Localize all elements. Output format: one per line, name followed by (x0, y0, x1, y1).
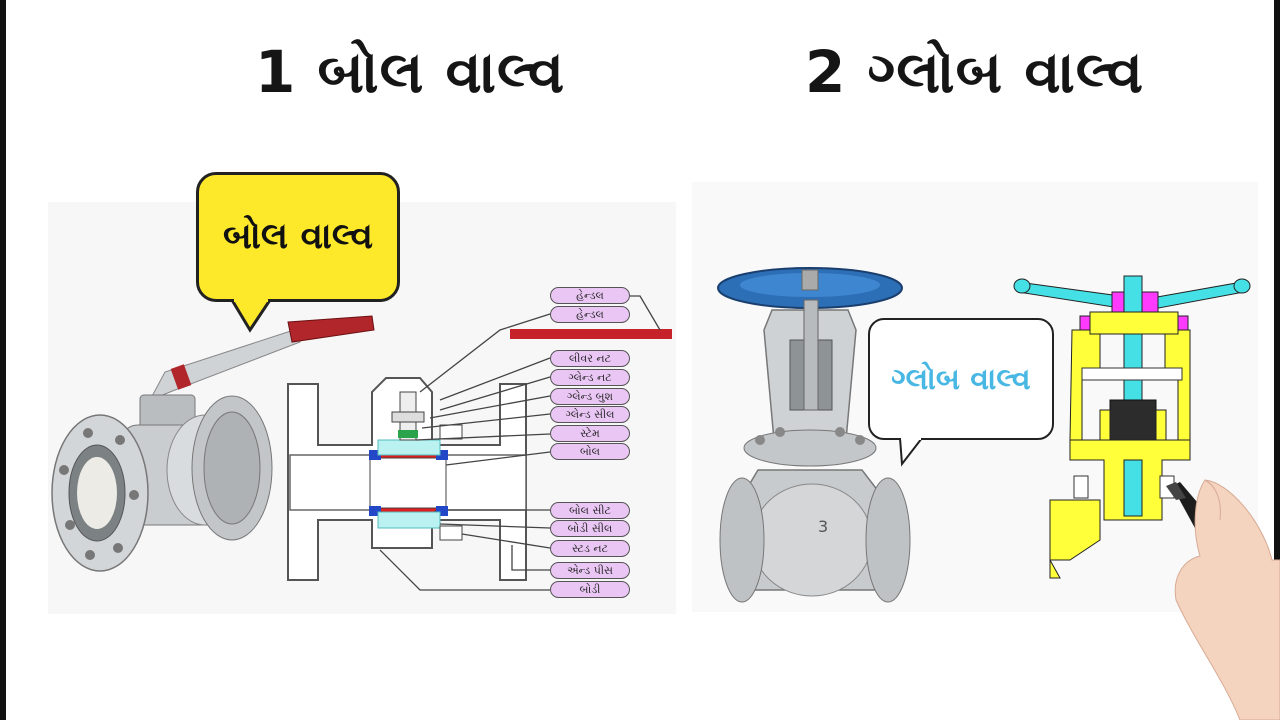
part-label-stud-nut: સ્ટડ નટ (550, 540, 630, 557)
part-label-lever-nut: લીવર નટ (550, 350, 630, 367)
globe-callout-tail (898, 437, 925, 467)
globe-valve-section (1013, 275, 1251, 579)
part-label-stem: સ્ટેમ (550, 425, 630, 442)
left-frame-edge (0, 0, 6, 720)
part-label-gland-seal: ગ્લેન્ડ સીલ (550, 406, 630, 423)
globe-body-marking: 3 (818, 517, 828, 536)
part-label-gland-bush: ગ્લેન્ડ બુશ (550, 388, 630, 405)
part-label-handle-2: હેન્ડલ (550, 306, 630, 323)
part-label-end-piece: એન્ડ પીસ (550, 562, 630, 579)
ball-callout-joint (234, 296, 268, 302)
part-label-body-seal: બોડી સીલ (550, 520, 630, 537)
part-label-ball: બોલ (550, 443, 630, 460)
ball-valve-photo (51, 315, 375, 572)
part-label-handle-1: હેન્ડલ (550, 287, 630, 304)
ball-leader-lines (379, 295, 661, 591)
hand-with-marker (1166, 479, 1280, 720)
right-frame-edge (1274, 0, 1280, 720)
ball-valve-title: 1 બોલ વાલ્વ (255, 38, 566, 106)
globe-callout-joint (901, 436, 921, 440)
part-label-body: બોડી (550, 581, 630, 598)
ball-valve-callout: બોલ વાલ્વ (196, 172, 400, 302)
ball-callout-tail (229, 298, 273, 333)
globe-valve-photo: 3 (717, 267, 911, 603)
globe-valve-callout: ગ્લોબ વાલ્વ (868, 318, 1054, 440)
part-label-gland-nut: ગ્લેન્ડ નટ (550, 369, 630, 386)
part-label-ball-seat: બોલ સીટ (550, 502, 630, 519)
globe-valve-title: 2 ગ્લોબ વાલ્વ (805, 38, 1145, 106)
ball-valve-section (287, 329, 672, 581)
